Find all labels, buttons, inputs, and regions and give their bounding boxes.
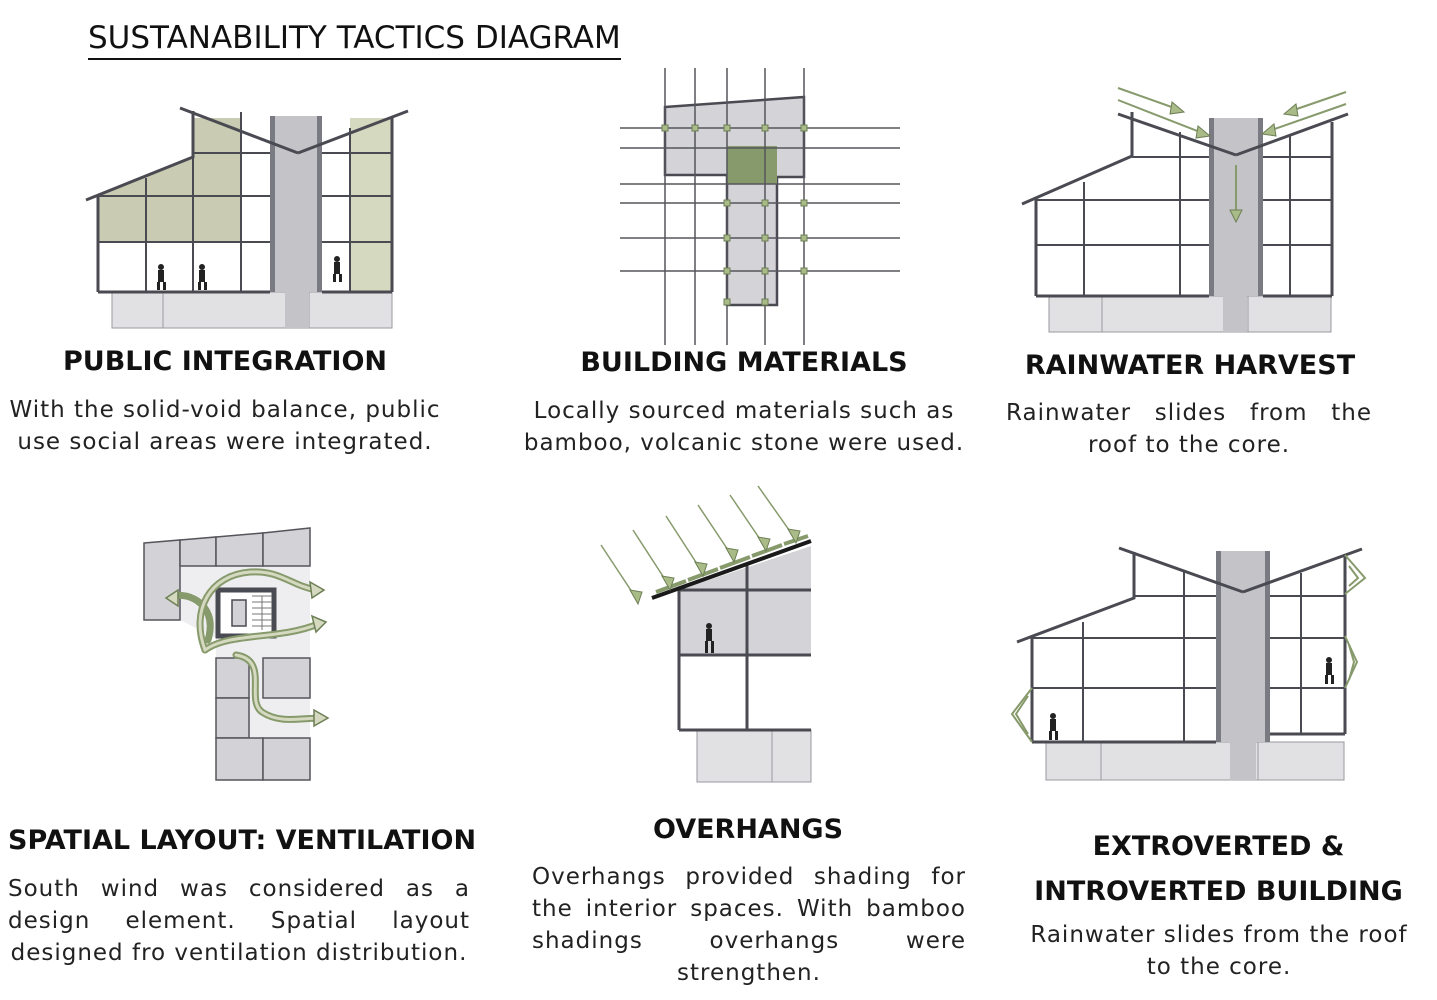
panel-heading: EXTROVERTED & INTROVERTED BUILDING <box>1034 831 1403 907</box>
page-title: SUSTANABILITY TACTICS DIAGRAM <box>88 20 621 60</box>
panel-description: Locally sourced materials such as bamboo… <box>523 398 965 456</box>
plan-material-grid-icon <box>620 68 900 345</box>
panel-heading: SPATIAL LAYOUT: VENTILATION <box>8 825 477 856</box>
panel-description: With the solid-void balance, public use … <box>9 397 441 455</box>
panel-description: South wind was considered as a design el… <box>8 876 470 966</box>
panel-heading: BUILDING MATERIALS <box>580 347 908 378</box>
panel-heading: PUBLIC INTEGRATION <box>62 346 388 377</box>
panel-description: Overhangs provided shading for the inter… <box>532 864 966 986</box>
section-extroverted-icon <box>1010 546 1367 781</box>
section-public-integration-icon <box>85 106 409 329</box>
section-rainwater-icon <box>1021 87 1349 333</box>
panel-description: Rainwater slides from the roof to the co… <box>1006 400 1372 458</box>
section-overhang-icon <box>600 485 812 783</box>
panel-description: Rainwater slides from the roof to the co… <box>1030 922 1408 980</box>
plan-ventilation-icon <box>143 527 330 781</box>
panel-heading: RAINWATER HARVEST <box>1024 350 1356 381</box>
panel-heading: OVERHANGS <box>652 814 844 845</box>
